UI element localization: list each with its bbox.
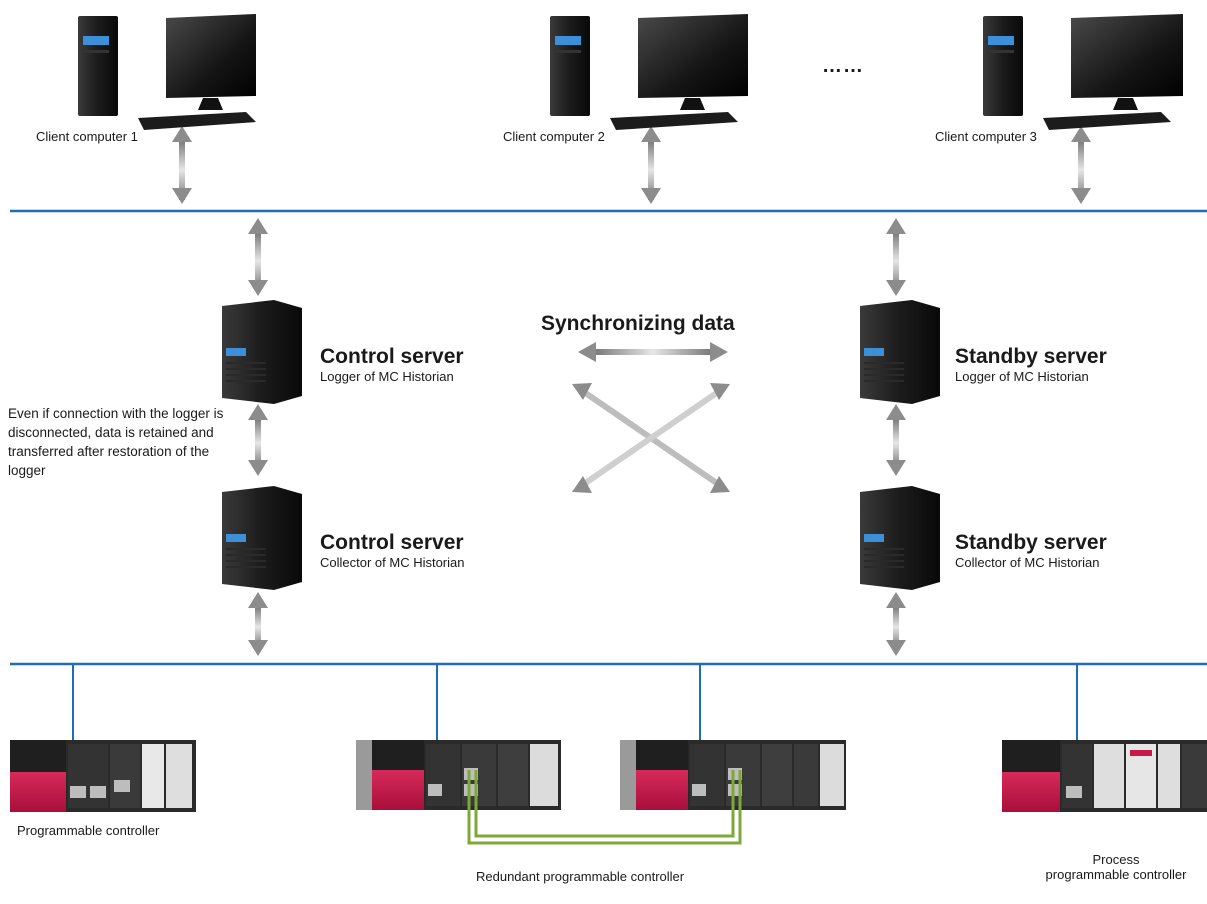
client-computer-3-label: Client computer 3: [935, 129, 1037, 144]
client1-arrow: [172, 126, 192, 204]
process-label-line2: programmable controller: [1045, 867, 1187, 882]
control-collector-network-arrow: [248, 592, 268, 656]
client3-arrow: [1071, 126, 1091, 204]
control-collector-server-icon: [222, 486, 302, 590]
client-computer-1-label: Client computer 1: [36, 129, 138, 144]
client2-arrow: [641, 126, 661, 204]
redundant-plc-a-icon: [356, 740, 561, 810]
standby-logger-subtitle: Logger of MC Historian: [955, 369, 1089, 384]
standby-collector-network-arrow: [886, 592, 906, 656]
standby-collector-title: Standby server: [955, 531, 1107, 554]
programmable-controller-label: Programmable controller: [17, 823, 160, 838]
standby-collector-caption: Standby server Collector of MC Historian: [955, 531, 1107, 570]
control-logger-collector-arrow: [248, 404, 268, 476]
process-programmable-controller-icon: [1002, 740, 1207, 812]
sync-horizontal-arrow: [578, 342, 728, 362]
sync-cross-arrow-b: [572, 383, 730, 493]
control-collector-title: Control server: [320, 531, 464, 554]
process-label-line1: Process: [1092, 852, 1140, 867]
client-computer-2-icon: [550, 14, 748, 130]
programmable-controller-icon: [10, 740, 196, 812]
standby-logger-server-icon: [860, 300, 940, 404]
disconnection-note: Even if connection with the logger is di…: [8, 406, 224, 478]
more-clients-ellipsis: ……: [822, 55, 864, 77]
client-computer-2-label: Client computer 2: [503, 129, 605, 144]
standby-collector-server-icon: [860, 486, 940, 590]
redundant-programmable-controller-label: Redundant programmable controller: [476, 869, 685, 884]
client-computer-3-icon: [983, 14, 1183, 130]
control-logger-title: Control server: [320, 345, 464, 368]
standby-logger-collector-arrow: [886, 404, 906, 476]
control-collector-caption: Control server Collector of MC Historian: [320, 531, 465, 570]
control-logger-server-icon: [222, 300, 302, 404]
sync-label: Synchronizing data: [541, 312, 735, 335]
control-logger-subtitle: Logger of MC Historian: [320, 369, 454, 384]
standby-logger-title: Standby server: [955, 345, 1107, 368]
control-logger-network-arrow: [248, 218, 268, 296]
standby-logger-network-arrow: [886, 218, 906, 296]
client-computer-1-icon: [78, 14, 256, 130]
standby-logger-caption: Standby server Logger of MC Historian: [955, 345, 1107, 384]
redundant-link-cable: [467, 770, 742, 845]
control-logger-caption: Control server Logger of MC Historian: [320, 345, 464, 384]
process-programmable-controller-label: Process programmable controller: [1030, 852, 1202, 882]
control-collector-subtitle: Collector of MC Historian: [320, 555, 465, 570]
standby-collector-subtitle: Collector of MC Historian: [955, 555, 1100, 570]
